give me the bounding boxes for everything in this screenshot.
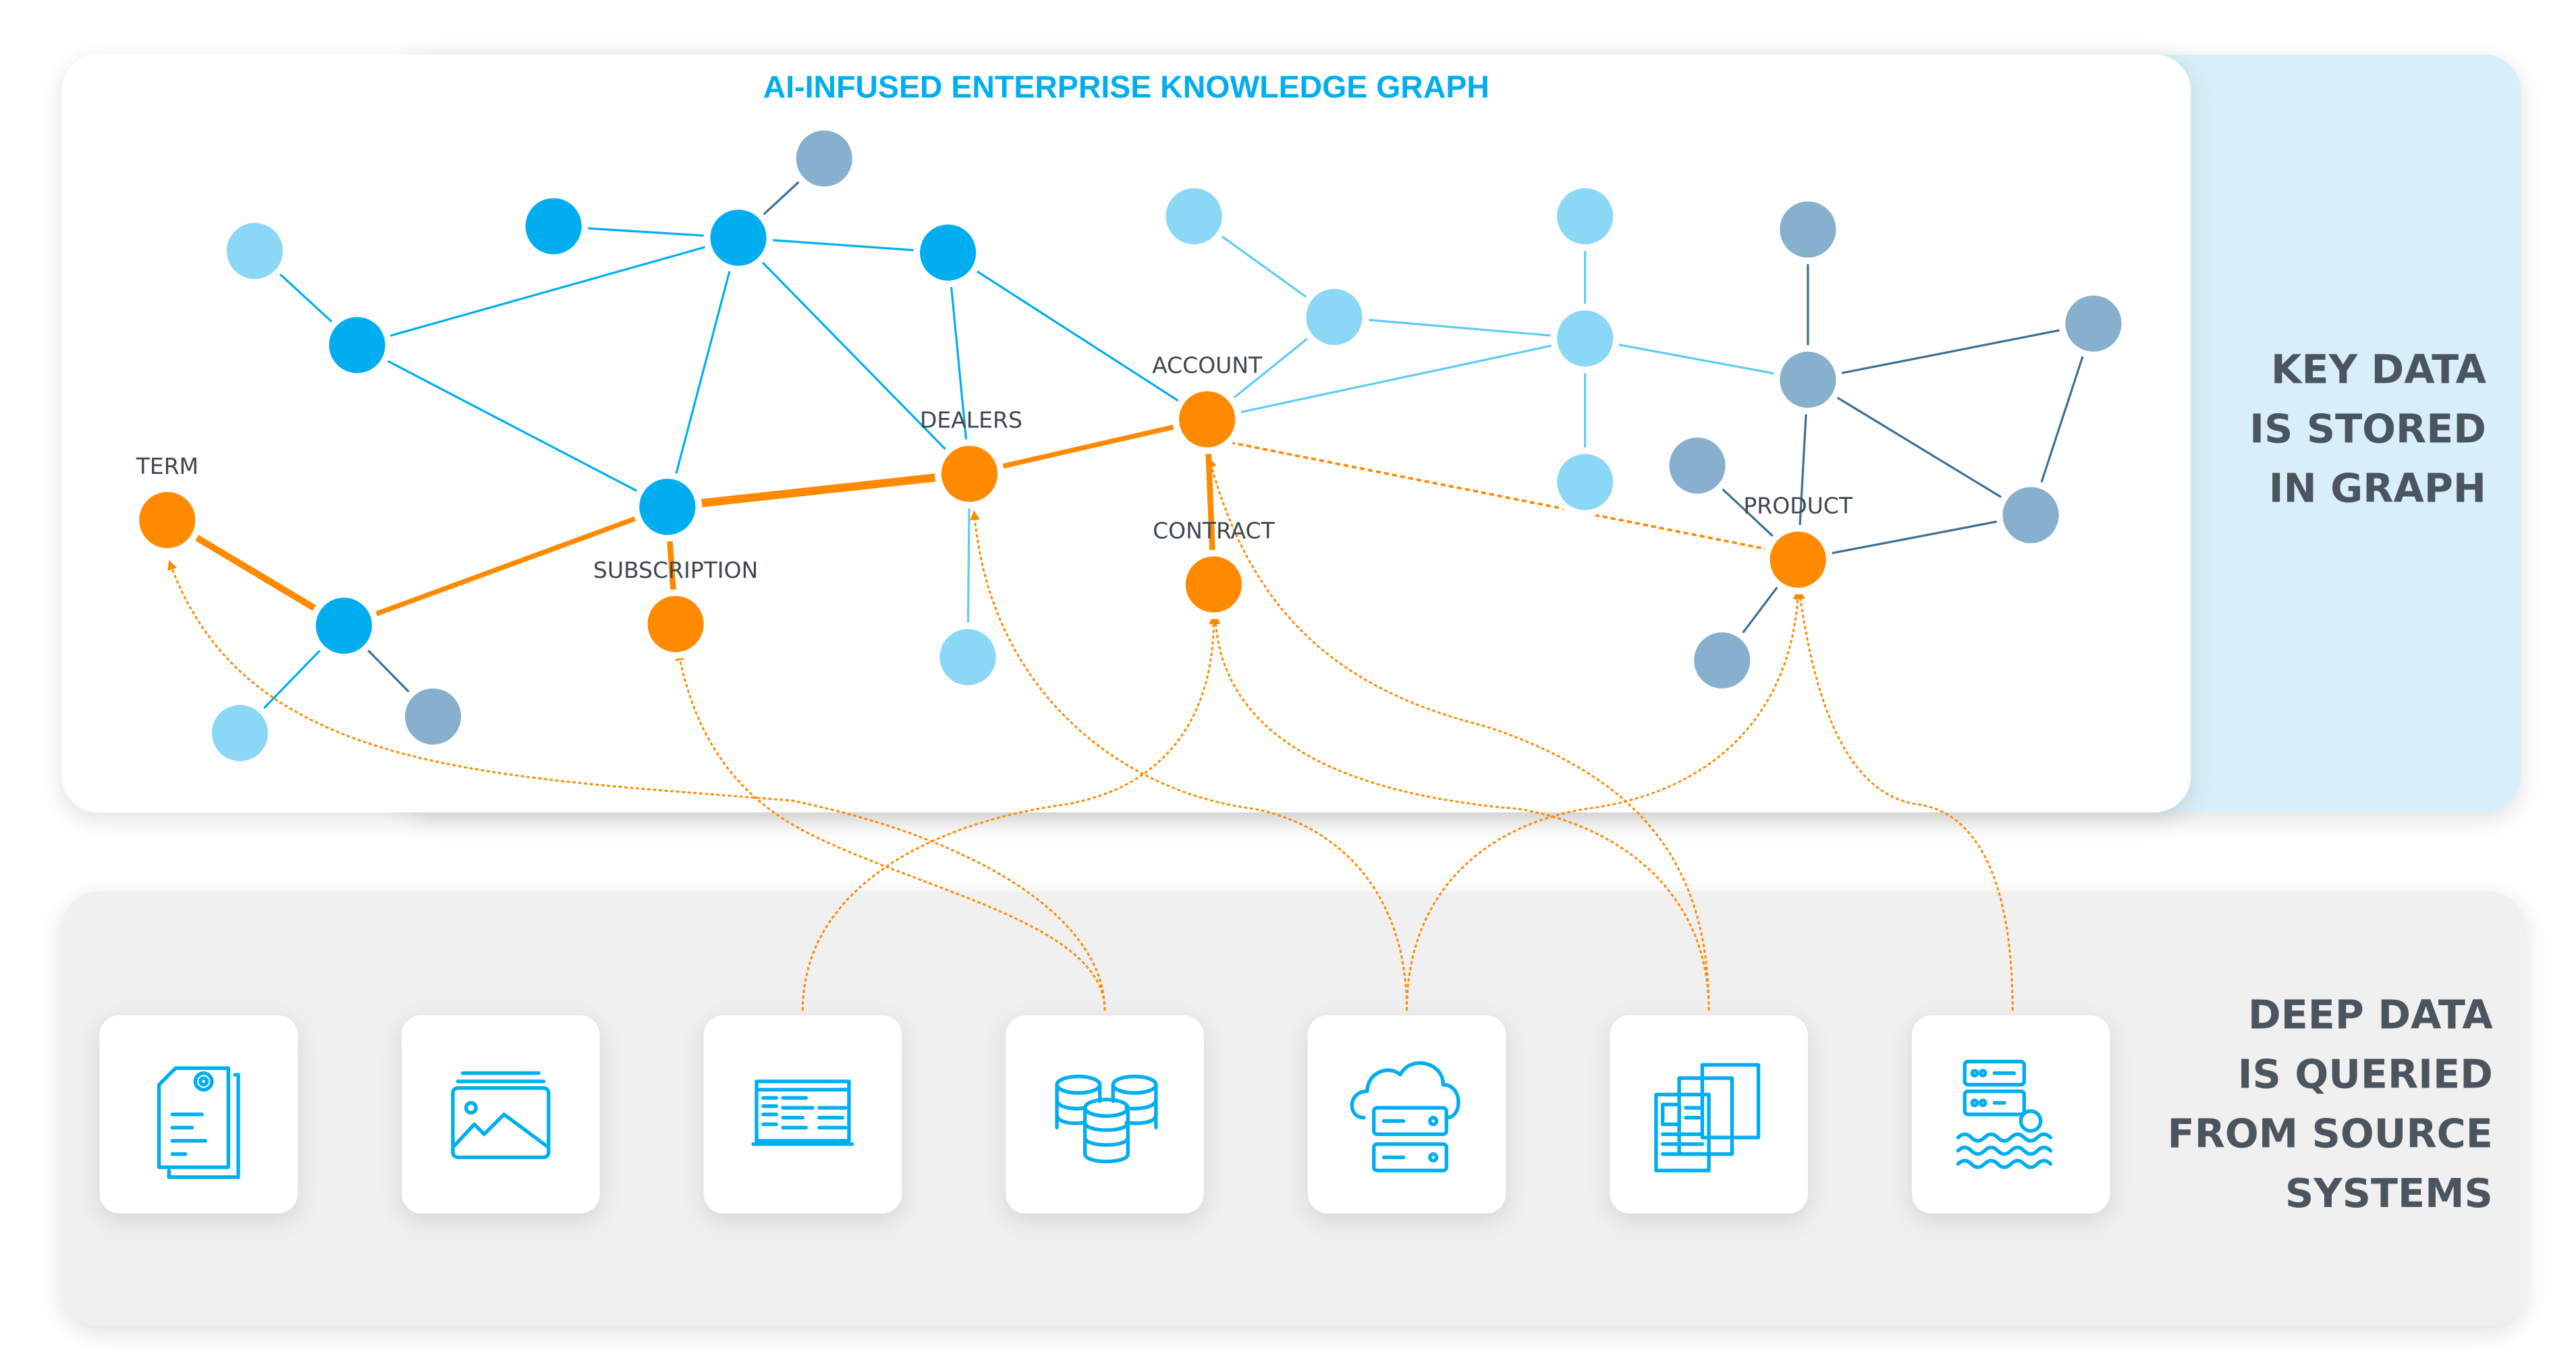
entity-node-product[interactable] (1763, 525, 1833, 595)
graph-node (933, 622, 1003, 692)
label-dealers: DEALERS (920, 406, 1022, 433)
document-settings-icon (157, 1066, 240, 1179)
data-lake-icon (1956, 1059, 2053, 1169)
query-link-arrow (167, 560, 1106, 1011)
source-tile[interactable] (402, 1015, 600, 1214)
graph-edge (667, 469, 970, 511)
graph-node (518, 191, 588, 261)
graph-node (398, 682, 468, 751)
query-link-arrow (675, 650, 1106, 1011)
graph-node (1773, 345, 1843, 414)
diagram-title: AI-INFUSED ENTERPRISE KNOWLEDGE GRAPH (763, 69, 1489, 104)
source-tile[interactable] (1610, 1015, 1808, 1214)
graph-node (2058, 288, 2129, 358)
graph-node (703, 203, 773, 273)
query-link-arrow (1795, 589, 2014, 1011)
graph-edge (666, 237, 740, 508)
label-term: TERM (136, 453, 198, 479)
graph-node (1550, 304, 1620, 373)
query-link-arrow (1207, 457, 1710, 1011)
graph-panel (61, 54, 2191, 813)
graph-node (1996, 480, 2066, 550)
label-account: ACCOUNT (1152, 352, 1263, 379)
source-caption-line: DEEP DATA (2248, 992, 2493, 1038)
graph-caption: KEY DATA IS STORED IN GRAPH (2249, 346, 2486, 511)
graph-edge (1585, 337, 1809, 381)
documents-stack-icon (1654, 1063, 1761, 1173)
graph-caption-line: IN GRAPH (2269, 465, 2486, 511)
source-caption-line: IS QUERIED (2238, 1052, 2493, 1098)
graph-node (220, 216, 290, 286)
graph-node (1687, 625, 1757, 695)
graph-nodes (132, 124, 2129, 768)
entity-labels: TERM SUBSCRIPTION DEALERS ACCOUNT CONTRA… (136, 352, 1853, 583)
web-application-icon (751, 1079, 854, 1146)
graph-node (1773, 194, 1843, 265)
entity-node-term[interactable] (132, 485, 202, 555)
query-link-arrow (970, 510, 1408, 1011)
graph-edge (1807, 322, 2094, 381)
graph-node (1662, 431, 1732, 501)
graph-node (1550, 182, 1620, 251)
entity-node-contract[interactable] (1179, 550, 1249, 620)
graph-caption-line: IS STORED (2249, 406, 2486, 452)
query-link-arrow (1406, 589, 1803, 1011)
graph-edge-dashed (1230, 441, 1770, 552)
graph-edge (947, 251, 1208, 421)
graph-node (322, 310, 392, 380)
graph-edge (1797, 514, 2031, 561)
graph-edge (1334, 315, 1585, 340)
graph-edge (737, 237, 970, 475)
query-links (167, 457, 2014, 1011)
entity-node-dealers[interactable] (935, 439, 1004, 509)
cloud-server-icon (1350, 1061, 1460, 1173)
source-tile[interactable] (1006, 1015, 1204, 1214)
source-tile[interactable] (1307, 1015, 1506, 1214)
source-caption-line: FROM SOURCE (2168, 1111, 2493, 1157)
sources-panel (61, 891, 2526, 1326)
graph-node (632, 472, 703, 542)
source-tile[interactable] (99, 1015, 298, 1214)
graph-caption-line: KEY DATA (2271, 346, 2487, 392)
graph-edge (968, 417, 1208, 477)
source-caption: DEEP DATA IS QUERIED FROM SOURCE SYSTEMS (2168, 992, 2494, 1216)
graph-node (1159, 182, 1229, 251)
image-gallery-icon (451, 1071, 551, 1160)
graph-edge (356, 344, 668, 508)
graph-node (309, 591, 379, 661)
graph-node (1550, 447, 1620, 517)
graph-edge (738, 236, 948, 254)
label-contract: CONTRACT (1153, 517, 1275, 543)
source-tile[interactable] (1911, 1015, 2110, 1214)
entity-node-account[interactable] (1172, 384, 1242, 454)
label-subscription: SUBSCRIPTION (593, 557, 758, 583)
source-caption-line: SYSTEMS (2285, 1171, 2493, 1216)
graph-edge (343, 504, 669, 628)
query-link-arrow (802, 614, 1219, 1011)
entity-node-subscription[interactable] (640, 589, 711, 659)
graph-node (1299, 282, 1369, 352)
databases-icon (1055, 1074, 1158, 1164)
graph-edge (356, 236, 739, 346)
query-link-arrow (1211, 614, 1710, 1011)
source-tile[interactable] (703, 1015, 902, 1214)
graph-node (789, 124, 859, 194)
graph-edge (1207, 337, 1586, 421)
graph-edge (947, 252, 971, 475)
label-product: PRODUCT (1743, 493, 1853, 519)
graph-edge (1807, 379, 2031, 516)
graph-node (205, 698, 275, 768)
graph-node (913, 217, 983, 288)
